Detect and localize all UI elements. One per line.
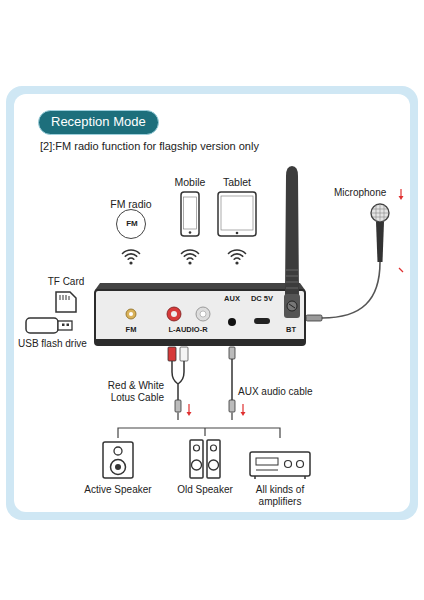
antenna-knob xyxy=(287,301,297,311)
wave xyxy=(123,250,140,259)
cable-label: Red & White Lotus Cable xyxy=(100,380,164,403)
amplifier-icon xyxy=(250,452,310,476)
speaker-label: All kinds of amplifiers xyxy=(244,484,316,507)
woofer-core xyxy=(115,464,121,470)
device-top xyxy=(95,283,305,290)
port-label: DC 5V xyxy=(246,295,278,303)
rca-red xyxy=(167,307,181,321)
wave-dot xyxy=(235,261,238,264)
phone-screen xyxy=(184,197,197,229)
usb-drive-hole xyxy=(67,324,70,327)
tablet-screen xyxy=(221,196,253,230)
tablet-button xyxy=(236,232,239,235)
lotus-jack xyxy=(175,400,181,412)
usb-drive-body xyxy=(26,318,58,333)
media-label: USB flash drive xyxy=(18,338,94,350)
antenna-knob-line xyxy=(289,304,295,308)
red-tick xyxy=(399,268,403,272)
port-label: FM xyxy=(118,326,144,334)
antenna xyxy=(285,166,299,296)
amplifier-knob xyxy=(297,461,304,468)
tweeter xyxy=(211,445,217,451)
woofer xyxy=(209,460,219,470)
aux-jack-tip xyxy=(231,412,233,420)
red-arrow-head xyxy=(399,196,404,200)
red-arrow xyxy=(188,404,189,413)
wave xyxy=(182,250,199,259)
icon-text: FM xyxy=(121,220,143,229)
tweeter xyxy=(194,445,200,451)
red-arrow xyxy=(400,189,401,197)
red-arrow xyxy=(242,404,243,413)
usb-drive-plug xyxy=(58,321,72,330)
microphone-plug xyxy=(306,315,322,321)
panel xyxy=(14,94,410,512)
old-speaker-icon xyxy=(207,440,220,478)
speaker-label: Old Speaker xyxy=(165,484,245,496)
frame xyxy=(6,86,418,520)
antenna-ribs xyxy=(286,270,298,288)
source-label: Mobile xyxy=(168,176,212,188)
tweeter xyxy=(114,447,122,455)
white-plug xyxy=(180,347,188,361)
fm-jack xyxy=(126,309,136,319)
cable-label: AUX audio cable xyxy=(238,386,328,398)
speaker-label: Active Speaker xyxy=(73,484,163,496)
rca-white xyxy=(196,307,210,321)
lotus-cable xyxy=(172,361,184,400)
red-plug xyxy=(168,347,176,361)
amplifier-knob xyxy=(285,461,292,468)
phone-icon xyxy=(181,192,199,236)
port-label: AUX xyxy=(219,295,245,303)
mode-title: Reception Mode xyxy=(38,110,159,135)
aux-plug xyxy=(229,347,235,359)
signal-waves xyxy=(123,250,246,259)
aux-jack xyxy=(228,318,236,326)
tablet-icon xyxy=(218,192,256,236)
red-arrow-head xyxy=(241,412,246,416)
red-arrow-head xyxy=(187,412,192,416)
subtitle-note: [2]:FM radio function for flagship versi… xyxy=(40,140,340,153)
aux-jack-plug xyxy=(229,400,235,412)
lotus-jack-tip xyxy=(177,412,179,420)
wave xyxy=(229,250,246,259)
receiver-device: FM L-AUDIO-R AUXDC 5V BT xyxy=(95,290,305,345)
wave-dot xyxy=(188,261,191,264)
device-front xyxy=(95,290,305,345)
media-label: TF Card xyxy=(41,276,91,288)
bracket xyxy=(118,428,280,438)
rca-red-core xyxy=(171,311,177,317)
usb-drive-hole xyxy=(62,324,65,327)
microphone-mesh xyxy=(372,204,388,222)
usb-c-port xyxy=(254,318,270,324)
tf-card-icon xyxy=(56,292,76,312)
amplifier-feet xyxy=(255,476,305,479)
port-label: L-AUDIO-R xyxy=(159,326,217,334)
microphone-handle xyxy=(376,222,384,262)
old-speaker-icon xyxy=(190,440,203,478)
fm-radio-icon: FM xyxy=(116,209,146,239)
port-label: BT xyxy=(280,326,302,334)
woofer xyxy=(111,460,126,475)
microphone-label: Microphone xyxy=(334,187,398,199)
source-label: Tablet xyxy=(215,176,259,188)
woofer xyxy=(192,460,202,470)
microphone-cable xyxy=(322,262,380,318)
tf-card-contacts xyxy=(60,295,69,300)
rca-white-core xyxy=(200,311,206,317)
active-speaker-icon xyxy=(103,442,133,478)
aux-cable xyxy=(231,359,233,400)
fm-jack-core xyxy=(129,312,133,316)
antenna-base xyxy=(284,294,300,318)
microphone-head xyxy=(371,204,389,222)
amplifier-display xyxy=(256,458,278,465)
wave-dot xyxy=(129,261,132,264)
phone-button xyxy=(189,231,192,234)
device-base xyxy=(95,339,305,345)
amplifier-strip xyxy=(256,470,278,471)
